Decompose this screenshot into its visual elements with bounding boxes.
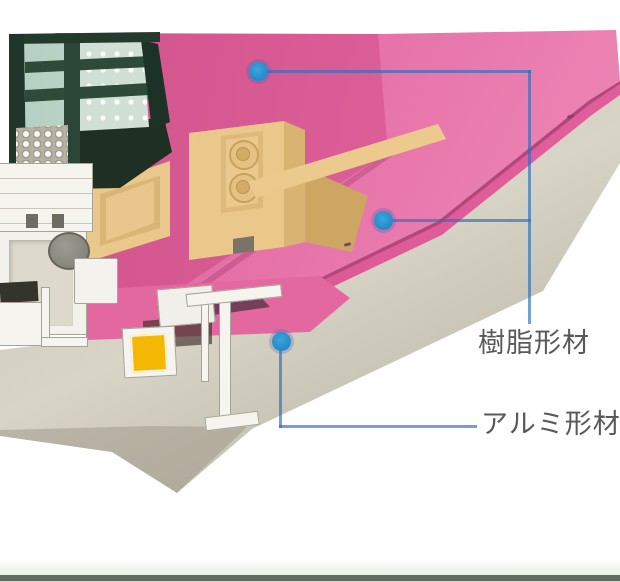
callout-dot-resin-sill <box>374 211 393 230</box>
resin-label: 樹脂形材 <box>478 328 590 358</box>
callout-line-aluminum-horizontal <box>279 425 477 428</box>
sash-profile-top <box>0 163 93 232</box>
callout-dot-aluminum <box>272 332 291 351</box>
setting-block-yellow <box>130 333 168 373</box>
footer-gradient-band <box>0 560 620 575</box>
sash-roller <box>48 232 90 270</box>
callout-line-resin-wall-horizontal <box>258 70 531 73</box>
sash-l-profile-foot <box>41 337 88 347</box>
bracket-screw-hole-top <box>236 147 250 161</box>
track-web-secondary <box>201 300 209 382</box>
aluminum-label: アルミ形材 <box>481 409 620 439</box>
callout-line-resin-vertical <box>528 70 531 324</box>
track-web <box>219 298 231 428</box>
footer-bar <box>0 575 620 581</box>
bracket-screw-hole-bottom <box>236 180 250 194</box>
sash-hook-left <box>26 214 38 228</box>
callout-dot-resin-wall <box>249 62 268 81</box>
sash-gasket <box>0 281 39 303</box>
frame-hook-piece <box>74 258 118 304</box>
callout-line-aluminum-vertical <box>279 341 282 428</box>
callout-line-resin-sill-horizontal <box>383 219 531 222</box>
sash-hook-right <box>52 214 64 228</box>
